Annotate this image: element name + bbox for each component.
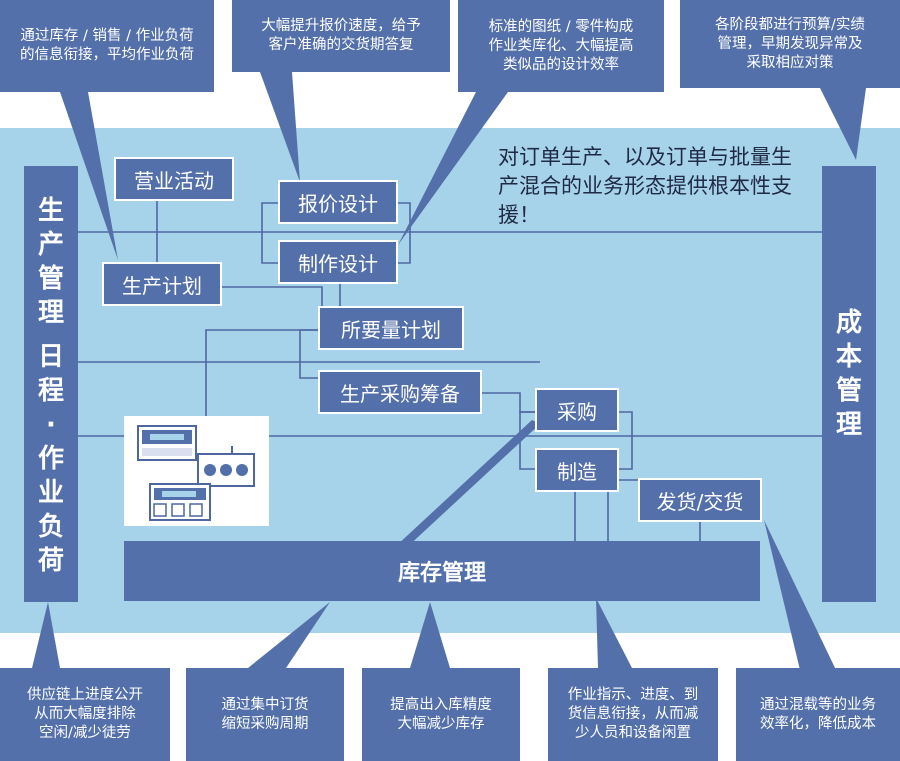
left-bar-char: 负 — [37, 512, 64, 542]
right-bar-char: 本 — [835, 342, 862, 372]
left-bar-char: 业 — [37, 478, 64, 508]
node-requirement-plan: 所要量计划 — [318, 306, 464, 350]
left-bar-char: 日 — [37, 342, 64, 372]
right-bar-char: 成 — [835, 308, 862, 338]
headline-text: 对订单生产、以及订单与批量生产混合的业务形态提供根本性支援！ — [498, 145, 792, 227]
callout-warehouse-accuracy: 提高出入库精度 大幅减少库存 — [362, 668, 520, 761]
node-production-plan: 生产计划 — [102, 262, 222, 306]
callout-supply-chain: 供应链上进度公开 从而大幅度排除 空闲/减少徒劳 — [0, 668, 170, 761]
node-quote-design: 报价设计 — [278, 180, 398, 224]
left-bar-char: 理 — [37, 298, 64, 328]
node-inventory-management: 库存管理 — [124, 541, 760, 601]
callout-design-library: 标准的图纸 / 零件构成 作业类库化、大幅提高 类似品的设计效率 — [458, 0, 664, 92]
node-purchase: 采购 — [535, 388, 619, 432]
left-bar-char: 管 — [37, 264, 64, 294]
callout-quote-speed: 大幅提升报价速度，给予 客户准确的交货期答复 — [232, 0, 450, 72]
left-bar-char: 作 — [37, 444, 64, 474]
right-bar-cost-management: 成 本 管 理 — [822, 166, 876, 602]
node-production-procurement-prep: 生产采购筹备 — [318, 370, 482, 414]
left-bar-char: 荷 — [37, 546, 64, 576]
terminal-screens-icon — [124, 416, 269, 526]
callout-inventory-sales: 通过库存 / 销售 / 作业负荷 的信息衔接，平均作业负荷 — [0, 0, 214, 92]
node-manufacturing: 制造 — [535, 448, 619, 492]
left-bar-char: · — [46, 410, 56, 440]
left-bar-production-management: 生 产 管 理 日 程 · 作 业 负 荷 — [24, 166, 78, 602]
callout-work-instructions: 作业指示、进度、到 货信息衔接，从而减 少人员和设备闲置 — [548, 668, 718, 761]
callout-consolidated-shipping: 通过混载等的业务 效率化，降低成本 — [736, 668, 900, 761]
right-bar-char: 管 — [835, 376, 862, 406]
node-production-design: 制作设计 — [278, 240, 398, 284]
node-sales-activity: 营业活动 — [114, 157, 234, 201]
left-bar-char: 产 — [37, 230, 64, 260]
left-bar-char: 生 — [37, 196, 64, 226]
left-bar-char: 程 — [37, 376, 64, 406]
callout-budget-control: 各阶段都进行预算/实绩 管理，早期发现异常及 采取相应对策 — [680, 0, 900, 88]
callout-centralized-ordering: 通过集中订货 缩短采购周期 — [186, 668, 344, 761]
right-bar-char: 理 — [835, 410, 862, 440]
node-shipping-delivery: 发货/交货 — [638, 478, 762, 522]
